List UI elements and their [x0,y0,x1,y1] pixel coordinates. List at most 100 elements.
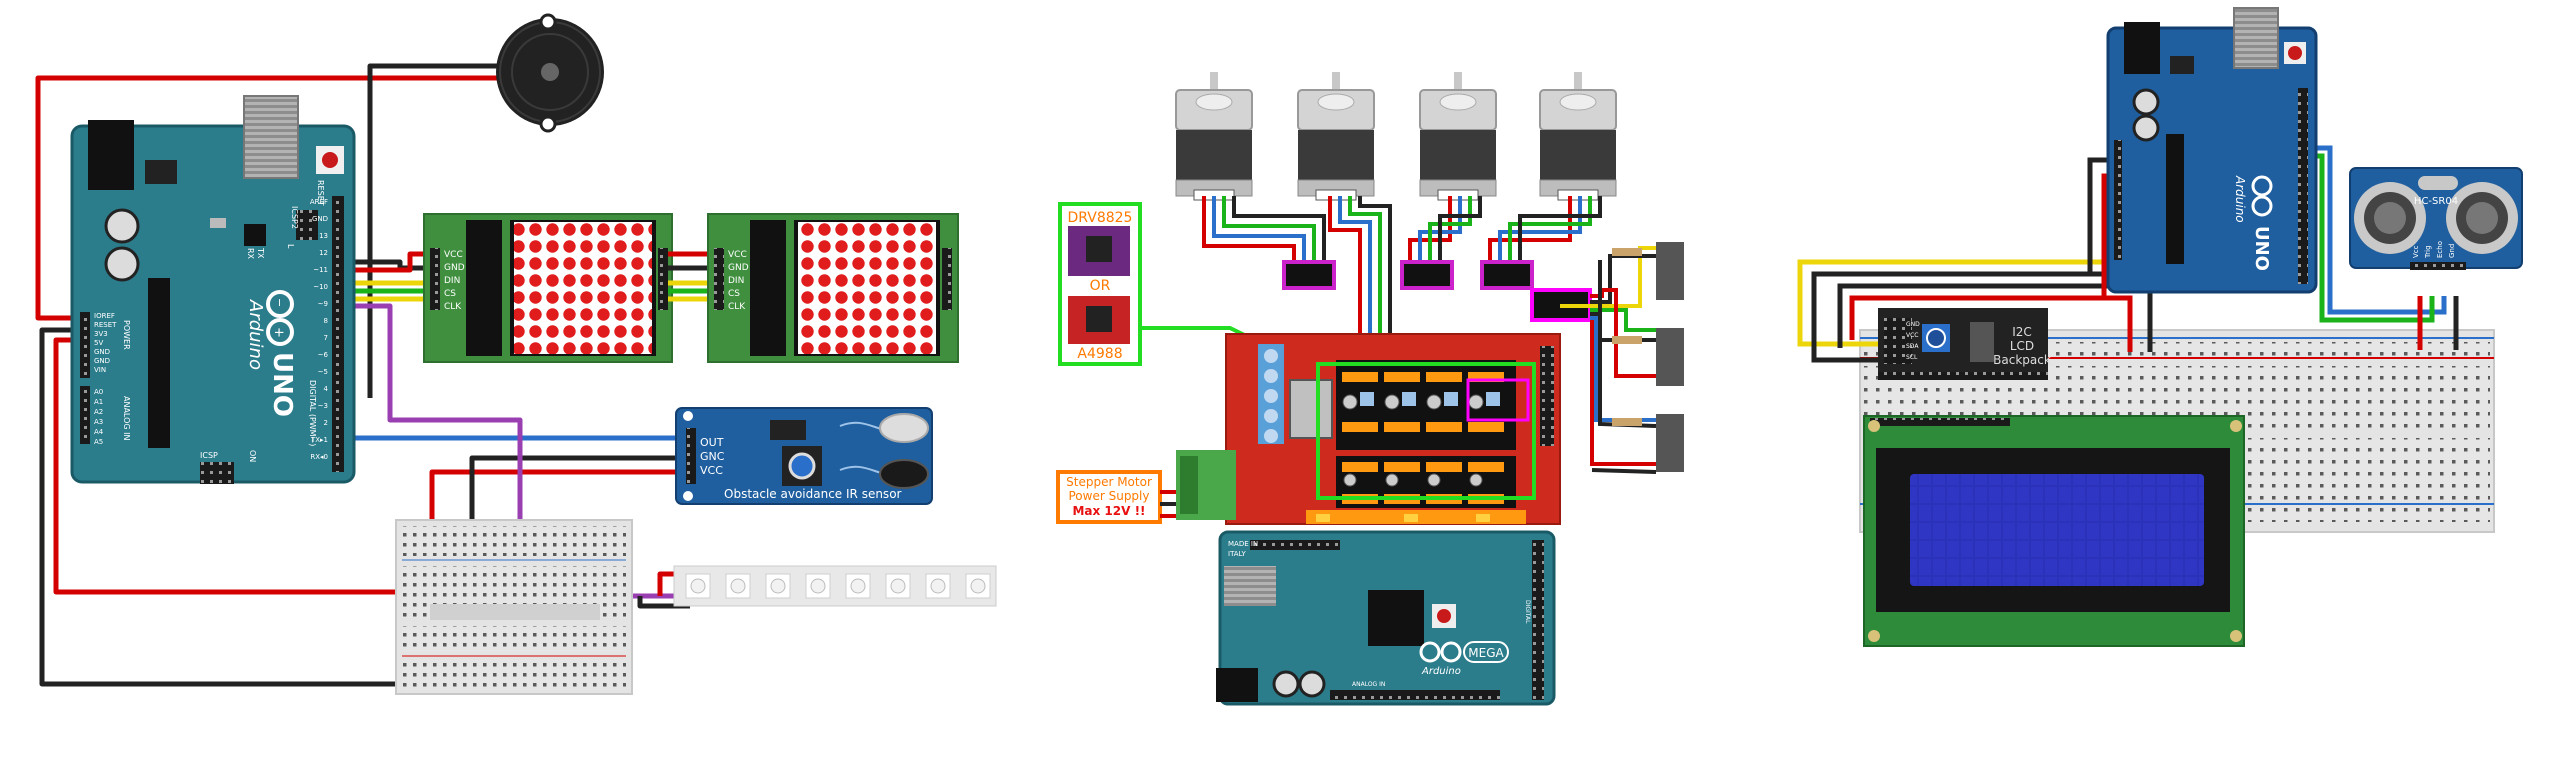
endstop-wires [1560,246,1657,474]
jumper [1444,392,1458,406]
endstop-switch [1656,328,1684,386]
wire-black [1811,271,2122,363]
power-line3: Max 12V !! [1072,504,1145,518]
digital-pin-label: ~3 [318,402,328,410]
wire-black [1358,196,1392,360]
matrix-pin-label: CS [444,289,456,299]
led-strip-led-lens [690,578,706,594]
middle-circuit: DRV8825 OR A4988 Stepper Motor Power Sup… [1056,72,1684,706]
i2c-pin-label: GND [1906,321,1920,328]
matrix-pin-label: VCC [444,250,463,260]
matrix-pin-label: DIN [444,276,460,286]
wire-black [39,327,400,687]
power-pin-label: RESET [94,321,117,329]
capacitor [1384,394,1400,410]
breadboard-left [395,519,633,695]
ultrasonic-pin-label: Trig [2424,245,2432,259]
driver-box: DRV8825 OR A4988 [1058,202,1142,366]
power-pin-label: GND [94,348,110,356]
ir-receiver [879,459,929,489]
driver-socket [1426,372,1462,382]
analog-pin-label: A1 [94,398,103,406]
wire-black [1837,283,2122,348]
reset-label: RESET [316,180,325,206]
wire-red [340,251,424,273]
resistor [1612,418,1642,426]
matrix-input-header [714,248,724,310]
power-jack [88,120,134,190]
digital-pin-label: TX▸1 [310,436,328,444]
capacitor [1469,473,1483,487]
led-strip-led-lens [770,578,786,594]
digital-pin-label: 2 [324,419,328,427]
wire-green [1348,196,1382,360]
wire-green [1428,196,1472,268]
power-pin-label: GND [94,357,110,365]
buzzer-mount-hole [539,13,557,31]
wire-black [1591,468,1657,474]
led-strip-led-lens [930,578,946,594]
resistor [1612,336,1642,344]
uno-label: UNO [267,352,297,417]
usb-port [243,95,299,179]
digital-header [332,196,344,472]
wire-black [1232,196,1326,268]
regulator [145,160,177,184]
matrix-link-wires [668,251,710,302]
power-pin-label: VIN [94,366,106,374]
driver-socket [1426,462,1462,472]
crystal [210,218,226,228]
driver-socket [1426,422,1462,432]
motor-connectors [1282,260,1592,322]
capacitor [1343,473,1357,487]
stepper-motor [1175,72,1253,201]
matrix-pin-label: DIN [728,276,744,286]
analog-pin-label: A3 [94,418,103,426]
i2c-pin-label: SCL [1906,354,1918,361]
wire-red [35,75,500,321]
arduino-logo [2251,175,2273,217]
driver-socket [1384,372,1420,382]
wire-green [1508,196,1592,268]
wire-blue [1338,196,1372,360]
wire-blue [2302,145,2447,315]
digital-pin-label: 13 [319,232,328,240]
digital-pin-label: RX◂0 [310,453,328,461]
led-strip-led-lens [970,578,986,594]
country-label: ITALY [1228,550,1247,558]
small-chip [244,224,266,246]
power-header [80,312,90,378]
matrix-pin-label: GND [444,263,465,273]
endstop-switch [1656,242,1684,300]
driver-socket [1468,372,1504,382]
ultrasonic-pin-label: Vcc [2412,245,2420,258]
matrix-pin-label: CS [728,289,740,299]
stepper-motor [1419,72,1497,201]
driver-line3: A4988 [1077,346,1122,362]
power-label: POWER [122,320,131,350]
ir-pin-label: OUT [700,436,724,449]
uno-label-right: UNO [2251,226,2272,271]
svg-text:+: + [271,327,286,338]
digital-pin-label: 12 [319,249,328,257]
driver-socket [1342,422,1378,432]
power-pin-label: 3V3 [94,330,108,338]
stepper-motor [1539,72,1617,201]
driver-socket [1342,372,1378,382]
tx-label: TX [256,247,265,259]
mega-brand: Arduino [1421,666,1461,677]
driver-socket [1342,462,1378,472]
analog-pin-label: A0 [94,388,103,396]
made-in-label: MADE IN [1228,540,1258,548]
arduino-brand: Arduino [245,299,266,370]
analog-header [80,386,90,444]
power-pin-label: 5V [94,339,103,347]
